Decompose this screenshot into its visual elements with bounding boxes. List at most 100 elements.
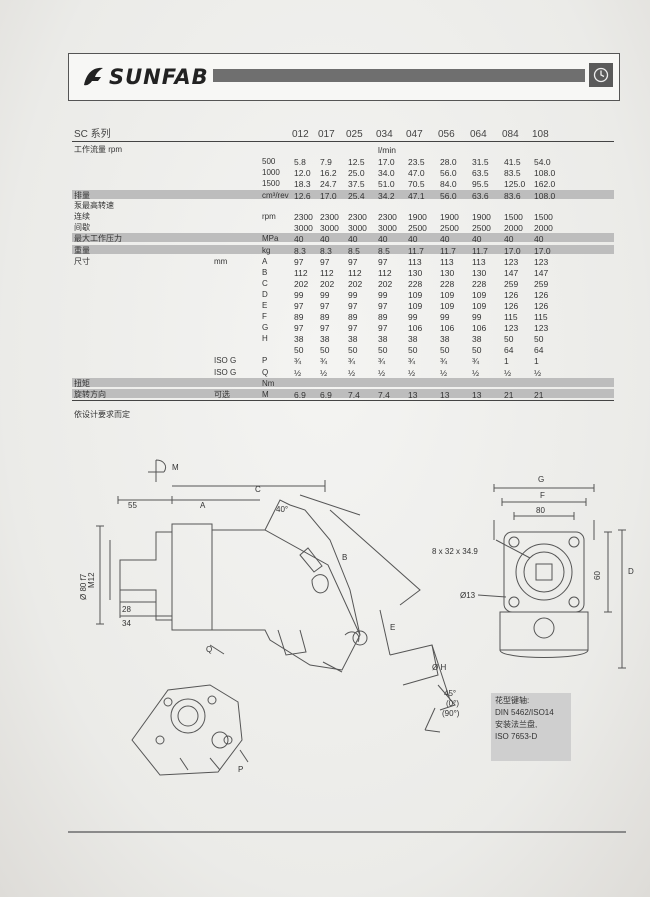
table-cell: 7.9 bbox=[320, 157, 332, 167]
row-sublabel: 可选 bbox=[214, 390, 230, 399]
table-cell: ¾ bbox=[294, 356, 302, 366]
row-unit: F bbox=[262, 312, 267, 321]
table-cell: 123 bbox=[534, 323, 549, 333]
row-unit: G bbox=[262, 323, 269, 332]
label-hole13: Ø13 bbox=[460, 591, 476, 600]
table-cell: 115 bbox=[534, 312, 548, 322]
table-cell: 8.3 bbox=[294, 246, 306, 256]
row-unit: cm³/rev bbox=[262, 191, 289, 200]
label-90deg: (90°) bbox=[442, 709, 460, 718]
table-cell: 54.0 bbox=[534, 157, 551, 167]
label-h: Ø H bbox=[432, 663, 446, 672]
table-cell: 113 bbox=[408, 257, 422, 267]
table-cell: 37.5 bbox=[348, 179, 365, 189]
row-label: 扭矩 bbox=[74, 379, 90, 388]
table-cell: 3000 bbox=[320, 223, 339, 233]
table-cell: 28.0 bbox=[440, 157, 457, 167]
table-cell: 83.6 bbox=[504, 191, 521, 201]
table-cell: 51.0 bbox=[378, 179, 395, 189]
row-unit: 500 bbox=[262, 157, 276, 166]
front-view bbox=[477, 484, 626, 669]
table-cell: 38 bbox=[408, 334, 418, 344]
table-cell: 25.0 bbox=[348, 168, 365, 178]
table-cell: 108.0 bbox=[534, 191, 556, 201]
table-cell: 202 bbox=[294, 279, 309, 289]
row-unit: rpm bbox=[262, 212, 276, 221]
row-label: 工作流量 rpm bbox=[74, 145, 122, 154]
table-cell: 11.7 bbox=[440, 246, 456, 256]
row-sublabel: ISO G bbox=[214, 368, 237, 377]
table-cell: ½ bbox=[440, 368, 448, 378]
row-sublabel: ISO G bbox=[214, 356, 237, 365]
column-header: 064 bbox=[470, 129, 487, 140]
table-cell: 109 bbox=[472, 290, 487, 300]
table-cell: 40 bbox=[440, 234, 450, 244]
table-cell: 40 bbox=[534, 234, 544, 244]
table-cell: 99 bbox=[348, 290, 358, 300]
row-unit: C bbox=[262, 279, 268, 288]
row-unit: 1500 bbox=[262, 179, 280, 188]
table-cell: 109 bbox=[440, 301, 455, 311]
row-label: 尺寸 bbox=[74, 257, 90, 266]
table-cell: 2000 bbox=[504, 223, 523, 233]
table-cell: 106 bbox=[408, 323, 423, 333]
table-cell: 17.0 bbox=[534, 246, 551, 256]
table-cell: 99 bbox=[294, 290, 304, 300]
table-cell: 38 bbox=[472, 334, 482, 344]
table-cell: 25.4 bbox=[348, 191, 365, 201]
table-cell: 99 bbox=[320, 290, 330, 300]
table-cell: 95.5 bbox=[472, 179, 489, 189]
port-view bbox=[131, 684, 249, 776]
table-cell: 5.8 bbox=[294, 157, 306, 167]
table-cell: 12.6 bbox=[294, 191, 311, 201]
table-cell: 89 bbox=[320, 312, 330, 322]
row-unit: M bbox=[262, 390, 269, 399]
table-cell: 106 bbox=[472, 323, 487, 333]
table-cell: 202 bbox=[378, 279, 393, 289]
table-cell: 97 bbox=[294, 257, 304, 267]
table-cell: 109 bbox=[472, 301, 487, 311]
table-cell: 2500 bbox=[472, 223, 491, 233]
table-cell: 259 bbox=[504, 279, 519, 289]
table-cell: 8.5 bbox=[348, 246, 360, 256]
table-cell: 56.0 bbox=[440, 168, 457, 178]
table-cell: 40 bbox=[504, 234, 514, 244]
table-cell: 228 bbox=[408, 279, 423, 289]
label-45deg: 45° bbox=[444, 689, 456, 698]
table-cell: 126 bbox=[504, 290, 519, 300]
footer-rule bbox=[68, 831, 626, 833]
table-cell: 13 bbox=[472, 390, 482, 400]
row-band bbox=[72, 190, 614, 199]
table-cell: 38 bbox=[348, 334, 358, 344]
column-header: 034 bbox=[376, 129, 393, 140]
label-p: P bbox=[238, 765, 243, 774]
table-cell: 8.5 bbox=[378, 246, 390, 256]
table-cell: 50 bbox=[472, 345, 482, 355]
table-cell: 50 bbox=[440, 345, 450, 355]
label-g: G bbox=[538, 475, 544, 484]
table-cell: 2000 bbox=[534, 223, 553, 233]
row-label: 重量 bbox=[74, 246, 90, 255]
column-header: 084 bbox=[502, 129, 519, 140]
table-cell: 50 bbox=[320, 345, 330, 355]
table-cell: 47.0 bbox=[408, 168, 425, 178]
row-unit: D bbox=[262, 290, 268, 299]
table-cell: 3000 bbox=[294, 223, 313, 233]
table-cell: 109 bbox=[440, 290, 455, 300]
table-cell: 13 bbox=[408, 390, 418, 400]
table-cell: ½ bbox=[348, 368, 356, 378]
table-cell: 126 bbox=[534, 301, 549, 311]
table-cell: 112 bbox=[378, 268, 392, 278]
table-cell: 123 bbox=[534, 257, 549, 267]
table-cell: 34.2 bbox=[378, 191, 395, 201]
table-cell: 126 bbox=[504, 301, 519, 311]
table-cell: ½ bbox=[378, 368, 386, 378]
table-cell: 47.1 bbox=[408, 191, 425, 201]
table-cell: 84.0 bbox=[440, 179, 457, 189]
table-cell: ½ bbox=[294, 368, 302, 378]
technical-drawing: M A C 55 40° B E Ø H Ø 80 f7 M12 28 34 Q… bbox=[79, 459, 634, 776]
column-header: 108 bbox=[532, 129, 549, 140]
label-spline: 8 x 32 x 34.9 bbox=[432, 547, 478, 556]
table-cell: 1900 bbox=[440, 212, 459, 222]
label-34: 34 bbox=[122, 619, 131, 628]
